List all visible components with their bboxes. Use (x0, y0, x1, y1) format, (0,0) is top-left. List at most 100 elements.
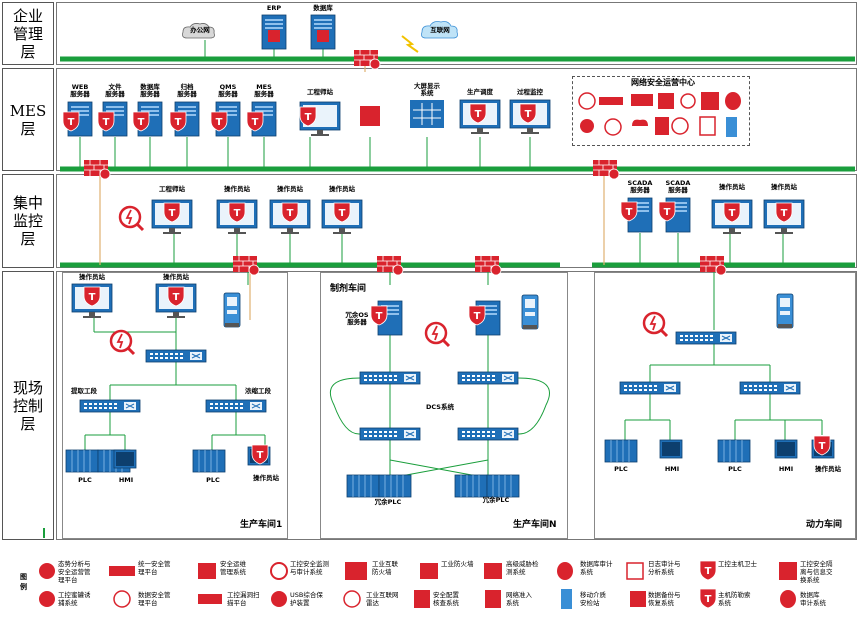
legend-item-row1-2: 安全运维 管理系统 (220, 560, 246, 576)
layer-label-mes: MES 层 (2, 68, 54, 171)
ws1-name: 生产车间1 (240, 520, 283, 530)
big-screen-label: 大屏显示 系统 (414, 82, 440, 97)
central-engineer-label: 工程师站 (159, 185, 185, 193)
redundant-plc-2a-icon (454, 474, 488, 498)
power-plc-2-icon (717, 439, 751, 463)
legend-item-row1-0: 态势分析与 安全运营管 理平台 (58, 560, 91, 584)
threat-detection-icon (360, 106, 380, 126)
legend-item-row1-9: 工控主机卫士 (718, 560, 757, 568)
ws1-hmi-label: HMI (118, 476, 134, 484)
field-band (56, 271, 857, 540)
legend-item-row1-5: 工业防火墙 (441, 560, 474, 568)
legend-item-row2-2: 工控漏洞扫 描平台 (227, 591, 260, 607)
legend-item-row1-8: 日志审计与 分析系统 (648, 560, 681, 576)
ws1-marker (43, 528, 45, 538)
big-screen-icon (410, 100, 444, 128)
central-operator-label-4: 操作员站 (719, 183, 745, 191)
ws1-concentrate-label: 浓缩工段 (245, 387, 271, 395)
layer-label-enterprise: 企业 管理 层 (2, 2, 54, 65)
central-operator-label-5: 操作员站 (771, 183, 797, 191)
ws1-operator-bottom-label: 操作员站 (253, 474, 279, 482)
process-monitor-label: 过程监控 (517, 88, 543, 96)
legend-item-row1-7: 数据库审计 系统 (580, 560, 613, 576)
mes-server-label-archive: 归档 服务器 (177, 83, 197, 98)
redundant-plc-label-1: 冗余PLC (374, 498, 402, 506)
erp-label: ERP (266, 4, 282, 12)
scada-label-2: SCADA 服务器 (665, 179, 691, 194)
central-operator-label-2: 操作员站 (277, 185, 303, 193)
legend-item-row1-10: 工控安全隔 离与信息交 换系统 (800, 560, 833, 584)
ws1-plc-1-icon (65, 449, 99, 473)
power-plc-label-2: PLC (728, 465, 742, 473)
soc-box (572, 76, 750, 146)
legend-item-row2-4: 工业互联网 雷达 (366, 591, 399, 607)
power-hmi-label-1: HMI (664, 465, 680, 473)
legend-item-row2-5: 安全配置 核查系统 (433, 591, 459, 607)
database-label: 数据库 (313, 4, 333, 12)
legend-item-row2-1: 数据安全管 理平台 (138, 591, 171, 607)
ws1-probe-icon (109, 329, 136, 356)
mes-firewall-left-icon (83, 159, 111, 180)
wsn-probe-icon (424, 321, 451, 348)
layer-label-field: 现场 控制 层 (2, 271, 54, 540)
central-operator-label-3: 操作员站 (329, 185, 355, 193)
redundant-plc-label-2: 冗余PLC (482, 496, 510, 504)
mes-server-label-qms: QMS 服务器 (218, 83, 238, 98)
enterprise-band (56, 2, 857, 65)
ws1-usb-kiosk-icon (223, 292, 241, 328)
workshop-n-box (320, 272, 568, 539)
mes-firewall-right-icon (592, 159, 620, 180)
mes-engineer-station-label: 工程师站 (307, 88, 333, 96)
ws1-switch-concentrate-icon (205, 399, 267, 413)
central-probe-icon (118, 205, 145, 232)
lightning-icon (401, 35, 419, 53)
power-usb-kiosk-icon (776, 293, 794, 329)
ws1-plc-label-1: PLC (78, 476, 92, 484)
power-hmi-2-icon (774, 439, 798, 459)
power-plc-label-1: PLC (614, 465, 628, 473)
central-firewall-1-icon (232, 255, 260, 276)
redundant-plc-1a-icon (346, 474, 380, 498)
mes-server-label-db: 数据库 服务器 (140, 83, 160, 98)
internet-label: 互联网 (430, 26, 450, 34)
workshop-1-box (62, 272, 288, 539)
wsn-usb-kiosk-icon (521, 294, 539, 330)
legend-item-row2-6: 网络准入 系统 (506, 591, 532, 607)
mes-server-label-file: 文件 服务器 (105, 83, 125, 98)
mes-server-label-mes: MES 服务器 (254, 83, 274, 98)
soc-icons (578, 92, 741, 137)
ws1-switch-extract-icon (79, 399, 141, 413)
enterprise-firewall-icon (353, 49, 381, 70)
legend-item-row2-8: 数据备份与 恢复系统 (648, 591, 681, 607)
power-name: 动力车间 (806, 520, 843, 530)
ws1-plc-2-icon (192, 449, 226, 473)
central-operator-label-1: 操作员站 (224, 185, 250, 193)
dcs-label: DCS系统 (426, 403, 454, 411)
database-shield-icon (317, 30, 329, 42)
legend-item-row1-3: 工控安全监测 与审计系统 (290, 560, 329, 576)
erp-shield-icon (268, 30, 280, 42)
wsn-top-label: 制剂车间 (330, 284, 367, 294)
power-hmi-1-icon (659, 439, 683, 459)
dcs-switch-3-icon (359, 427, 421, 441)
legend-item-row2-9: 主机防勒索 系统 (718, 591, 751, 607)
ws1-extract-label: 提取工段 (71, 387, 97, 395)
legend-item-row1-1: 统一安全管 理平台 (138, 560, 171, 576)
soc-title: 网络安全运营中心 (631, 78, 695, 87)
legend-item-row2-0: 工控蜜罐诱 捕系统 (58, 591, 91, 607)
power-plc-1-icon (604, 439, 638, 463)
scada-label-1: SCADA 服务器 (627, 179, 653, 194)
ws1-operator-label-2: 操作员站 (163, 273, 189, 281)
dcs-ring (329, 377, 550, 435)
ws1-hmi-icon (113, 449, 137, 469)
central-firewall-4-icon (699, 255, 727, 276)
dcs-switch-4-icon (457, 427, 519, 441)
power-switch-1-icon (619, 381, 681, 395)
dcs-switch-1-icon (359, 371, 421, 385)
production-dispatch-label: 生产调度 (467, 88, 493, 96)
mes-server-label-web: WEB 服务器 (70, 83, 90, 98)
ws1-core-switch-icon (145, 349, 207, 363)
legend-item-row1-4: 工业互联 防火墙 (372, 560, 398, 576)
power-operator-label: 操作员站 (815, 465, 841, 473)
